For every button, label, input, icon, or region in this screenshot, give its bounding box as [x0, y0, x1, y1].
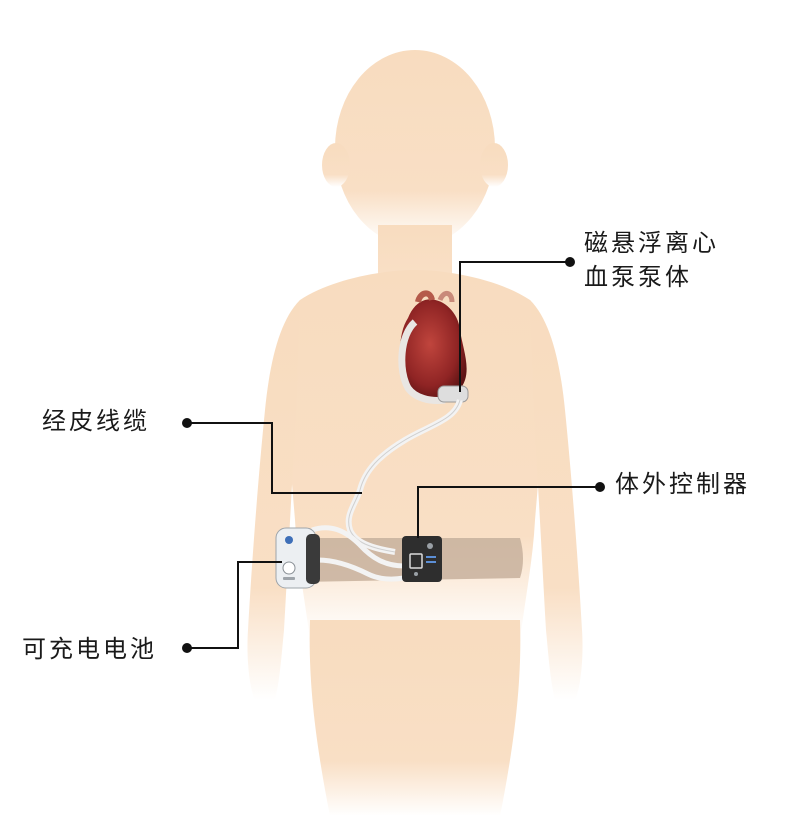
label-maglev-pump-line2: 血泵泵体 [584, 263, 692, 291]
battery-cable [311, 525, 405, 569]
external-controller [402, 536, 442, 582]
label-maglev-pump: 磁悬浮离心 血泵泵体 [584, 226, 719, 294]
label-rechargeable-battery: 可充电电池 [22, 635, 157, 663]
leader-dots [182, 257, 605, 653]
label-maglev-pump-line1: 磁悬浮离心 [584, 229, 719, 257]
rechargeable-battery [275, 527, 320, 589]
leader-lines [187, 261, 600, 649]
label-external-controller: 体外控制器 [615, 470, 750, 498]
heart-with-pump [398, 290, 469, 404]
label-percutaneous-cable: 经皮线缆 [42, 407, 150, 435]
